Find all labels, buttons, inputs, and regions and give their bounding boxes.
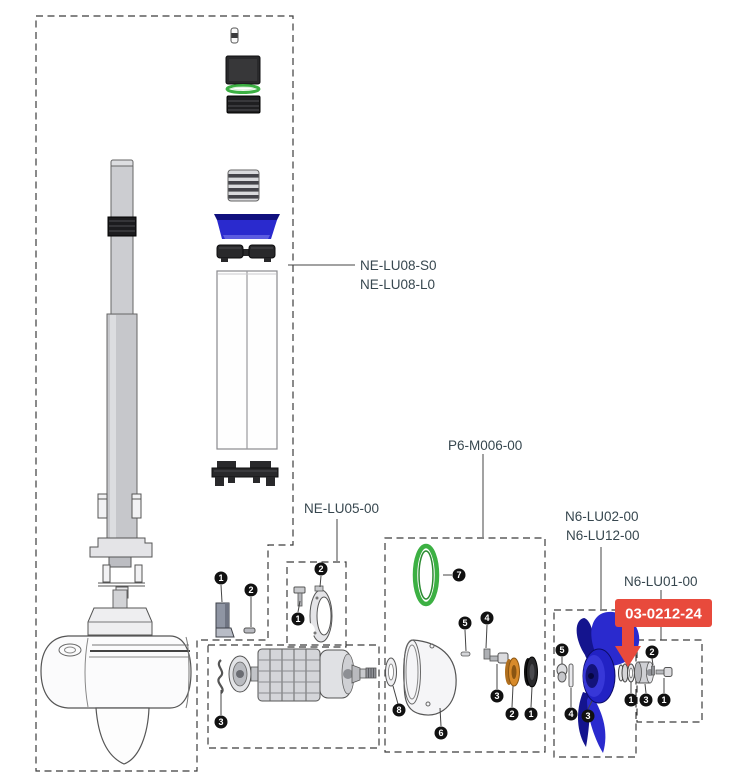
black-cap-part	[225, 55, 261, 85]
armature-assembly	[217, 648, 377, 702]
callout-p6-7: 7	[452, 568, 466, 582]
washer	[627, 663, 635, 683]
armature-box	[207, 644, 380, 749]
lu05-screw	[293, 586, 306, 607]
p6-m006-box	[384, 537, 546, 753]
black-seal-disc	[524, 656, 538, 688]
lu05-c-bracket	[297, 585, 333, 643]
battery-tube-part	[216, 270, 278, 450]
svg-text:3: 3	[218, 717, 223, 727]
bearing-housing	[319, 649, 355, 699]
p6-parts	[385, 543, 538, 716]
callout-brush-1: 1	[214, 571, 228, 585]
brass-bushing	[505, 657, 520, 687]
callout-lu05-1: 1	[291, 612, 305, 626]
svg-text:5: 5	[462, 618, 467, 628]
label-n6-lu02[interactable]: N6-LU02-00	[565, 509, 639, 524]
end-cap-dome	[403, 639, 457, 716]
shaft-assembly	[89, 159, 153, 599]
clamp-pins	[97, 493, 142, 519]
brush-parts	[215, 602, 256, 638]
callout-prop-3: 3	[581, 709, 595, 723]
svg-text:1: 1	[628, 695, 633, 705]
svg-text:1: 1	[218, 573, 223, 583]
shaft-seal	[385, 657, 397, 687]
svg-text:2: 2	[318, 564, 323, 574]
propeller-box	[553, 609, 637, 758]
prop-screw	[655, 667, 673, 677]
callout-prop-4: 4	[564, 707, 578, 721]
svg-text:1: 1	[661, 695, 666, 705]
p6-spring	[483, 648, 491, 660]
prop-hub-bushing	[634, 661, 654, 684]
callout-p6-3: 3	[490, 689, 504, 703]
bottom-bracket-part	[211, 461, 279, 486]
p6-pin	[460, 651, 471, 657]
highlight-badge-text[interactable]: 03-0212-24	[625, 606, 702, 623]
leader-lines	[220, 574, 665, 727]
callout-armature-3: 3	[214, 715, 228, 729]
output-shaft	[351, 664, 377, 684]
svg-text:7: 7	[456, 570, 461, 580]
highlight-arrow-icon	[615, 620, 641, 667]
thrust-washer-highlighted	[618, 663, 629, 683]
svg-text:1: 1	[295, 614, 300, 624]
callout-prop-1: 1	[624, 693, 638, 707]
blue-collar-part	[214, 214, 280, 239]
svg-text:6: 6	[438, 728, 443, 738]
callout-p6-1: 1	[524, 707, 538, 721]
drive-pin	[568, 663, 574, 688]
retaining-clip	[217, 659, 224, 694]
label-n6-lu12[interactable]: N6-LU12-00	[566, 528, 640, 543]
callout-lu01-1: 1	[657, 693, 671, 707]
svg-text:2: 2	[248, 585, 253, 595]
callout-p6-8: 8	[392, 703, 406, 717]
black-ring-stack-part	[226, 95, 261, 114]
svg-text:3: 3	[494, 691, 499, 701]
ne-lu05-box	[286, 561, 347, 648]
prop-nut	[556, 663, 568, 683]
svg-text:2: 2	[509, 709, 514, 719]
green-seal-ring-part	[225, 84, 261, 94]
svg-text:4: 4	[484, 613, 489, 623]
callout-lu01-3: 3	[639, 693, 653, 707]
label-p6-m006[interactable]: P6-M006-00	[448, 438, 522, 453]
highlight-badge[interactable]	[615, 599, 712, 627]
ribbed-bushing-part	[227, 169, 260, 202]
callout-p6-4: 4	[480, 611, 494, 625]
svg-text:1: 1	[528, 709, 533, 719]
p6-screw	[489, 652, 509, 664]
highlight-annotation: 03-0212-24	[615, 599, 712, 667]
rotor-core	[257, 648, 321, 702]
callout-brush-2: 2	[244, 583, 258, 597]
lu01-parts	[634, 661, 673, 684]
skeg-fin	[95, 707, 150, 765]
callout-p6-2: 2	[505, 707, 519, 721]
labels: NE-LU08-S0 NE-LU08-L0 NE-LU05-00 P6-M006…	[288, 258, 698, 640]
small-pin-part	[230, 27, 239, 44]
callout-p6-6: 6	[434, 726, 448, 740]
label-ne-lu08-l0[interactable]: NE-LU08-L0	[360, 277, 435, 292]
green-o-ring	[412, 543, 440, 607]
black-dumbbell-bracket-part	[216, 244, 276, 262]
callout-lu05-2: 2	[314, 562, 328, 576]
svg-text:3: 3	[643, 695, 648, 705]
exploded-parts-column	[211, 27, 280, 486]
label-n6-lu01[interactable]: N6-LU01-00	[624, 574, 698, 589]
callout-p6-5: 5	[458, 616, 472, 630]
shear-pin	[651, 665, 655, 676]
svg-text:8: 8	[396, 705, 401, 715]
callouts: 1 2 1 2 3 7 8 6 5 4 3 2 1 5 4 3 1 3 2 1	[214, 562, 671, 740]
svg-text:5: 5	[559, 645, 564, 655]
callout-prop-5: 5	[555, 643, 569, 657]
svg-text:4: 4	[568, 709, 573, 719]
label-ne-lu08-s0[interactable]: NE-LU08-S0	[360, 258, 437, 273]
lower-unit-housing	[40, 589, 192, 765]
callout-lu01-2: 2	[645, 645, 659, 659]
svg-text:2: 2	[649, 647, 654, 657]
lu05-parts	[293, 585, 333, 643]
svg-text:3: 3	[585, 711, 590, 721]
steering-flange	[89, 537, 153, 568]
label-ne-lu05[interactable]: NE-LU05-00	[304, 501, 379, 516]
